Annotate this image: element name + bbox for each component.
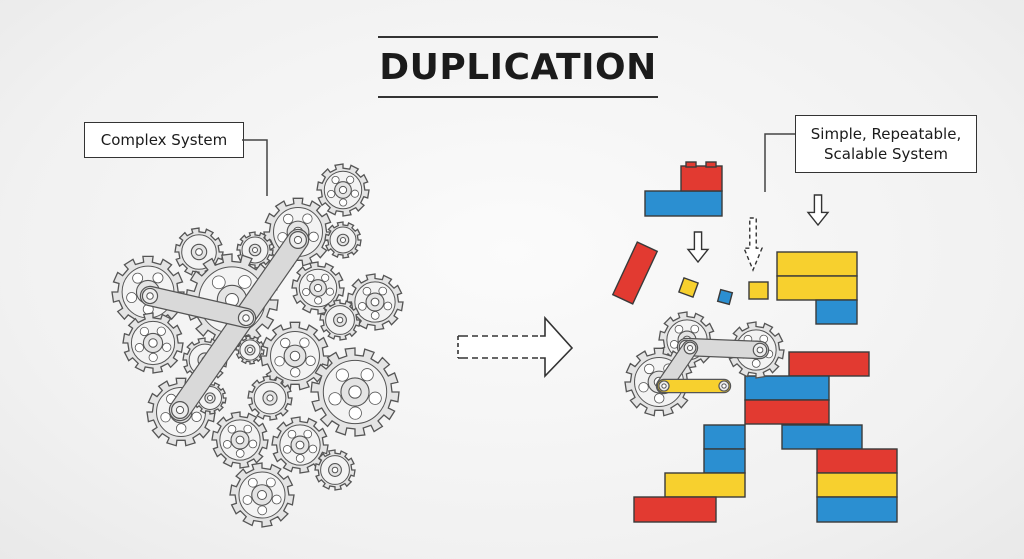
- yellow-block: [776, 275, 858, 301]
- linkage-arm: [656, 378, 732, 394]
- gear-icon: [229, 462, 295, 528]
- red-block: [633, 496, 717, 523]
- complex-label-leader: [242, 139, 268, 196]
- yellow-block: [664, 472, 746, 498]
- blue-block: [815, 299, 858, 325]
- gear-icon: [271, 416, 329, 474]
- dashed-arrow-icon: [457, 315, 574, 378]
- down-arrow-icon: [742, 217, 764, 272]
- gear-linkage-arms: [139, 228, 310, 422]
- small-gears-icon: [624, 311, 785, 417]
- blue-block: [703, 424, 746, 450]
- falling-red-block: [611, 241, 659, 305]
- red-block: [788, 351, 870, 377]
- linkage-arm: [139, 285, 257, 329]
- gear-icon: [314, 449, 356, 491]
- gear-icon: [235, 335, 265, 365]
- gear-icon: [316, 163, 370, 217]
- gear-icon: [260, 321, 330, 391]
- gear-icon: [319, 299, 361, 341]
- red-block: [744, 399, 830, 425]
- down-arrow-icon: [806, 194, 830, 227]
- small-yellow-block: [677, 276, 700, 299]
- small-blue-block: [716, 288, 734, 306]
- title-frame: DUPLICATION: [378, 36, 658, 98]
- down-arrow-icon: [686, 231, 710, 264]
- simple-system-text-line1: Simple, Repeatable,: [810, 124, 962, 143]
- small-yellow-block: [748, 281, 769, 300]
- block-stud: [685, 161, 697, 168]
- simple-label-leader: [764, 133, 795, 192]
- complex-system-label: Complex System: [84, 122, 244, 158]
- blue-block: [744, 375, 830, 401]
- gear-icon: [122, 312, 184, 374]
- gear-icon: [310, 347, 400, 437]
- simple-system-text-line2: Scalable System: [824, 145, 948, 163]
- simple-system-label: Simple, Repeatable, Scalable System: [795, 115, 977, 173]
- page-title: DUPLICATION: [379, 46, 657, 88]
- gear-icon: [291, 261, 345, 315]
- blue-block: [781, 424, 863, 450]
- gear-icon: [211, 411, 269, 469]
- yellow-block: [816, 472, 898, 498]
- interlocking-gears-icon: [111, 163, 404, 528]
- block-stud: [705, 161, 717, 168]
- blue-block: [816, 496, 898, 523]
- red-block: [816, 448, 898, 474]
- complex-system-text: Complex System: [100, 130, 228, 149]
- yellow-block: [776, 251, 858, 277]
- gear-icon: [324, 221, 362, 259]
- blue-block: [703, 448, 746, 474]
- blue-block: [644, 190, 723, 217]
- red-block: [680, 165, 723, 192]
- down-arrows: [686, 194, 830, 272]
- stacked-blocks-icon: [611, 161, 898, 523]
- gear-icon: [247, 375, 293, 421]
